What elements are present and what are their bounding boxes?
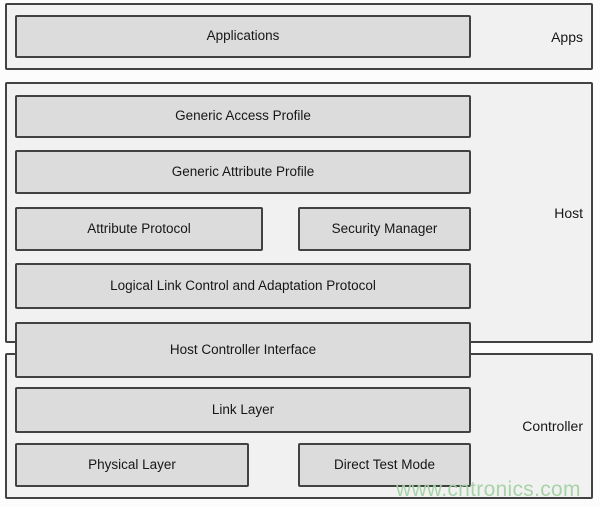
block-applications: Applications	[15, 15, 471, 58]
block-host-controller-interface: Host Controller Interface	[15, 322, 471, 378]
apps-section-label: Apps	[551, 28, 583, 45]
block-security-manager: Security Manager	[298, 207, 471, 251]
block-generic-access-profile: Generic Access Profile	[15, 95, 471, 138]
block-attribute-protocol: Attribute Protocol	[15, 207, 263, 251]
block-direct-test-mode: Direct Test Mode	[298, 443, 471, 487]
block-l2cap: Logical Link Control and Adaptation Prot…	[15, 263, 471, 309]
block-physical-layer: Physical Layer	[15, 443, 249, 487]
controller-section-label: Controller	[522, 418, 583, 434]
block-link-layer: Link Layer	[15, 387, 471, 433]
host-section-label: Host	[554, 204, 583, 221]
block-generic-attribute-profile: Generic Attribute Profile	[15, 150, 471, 194]
watermark: www.cntronics.com	[396, 478, 581, 501]
